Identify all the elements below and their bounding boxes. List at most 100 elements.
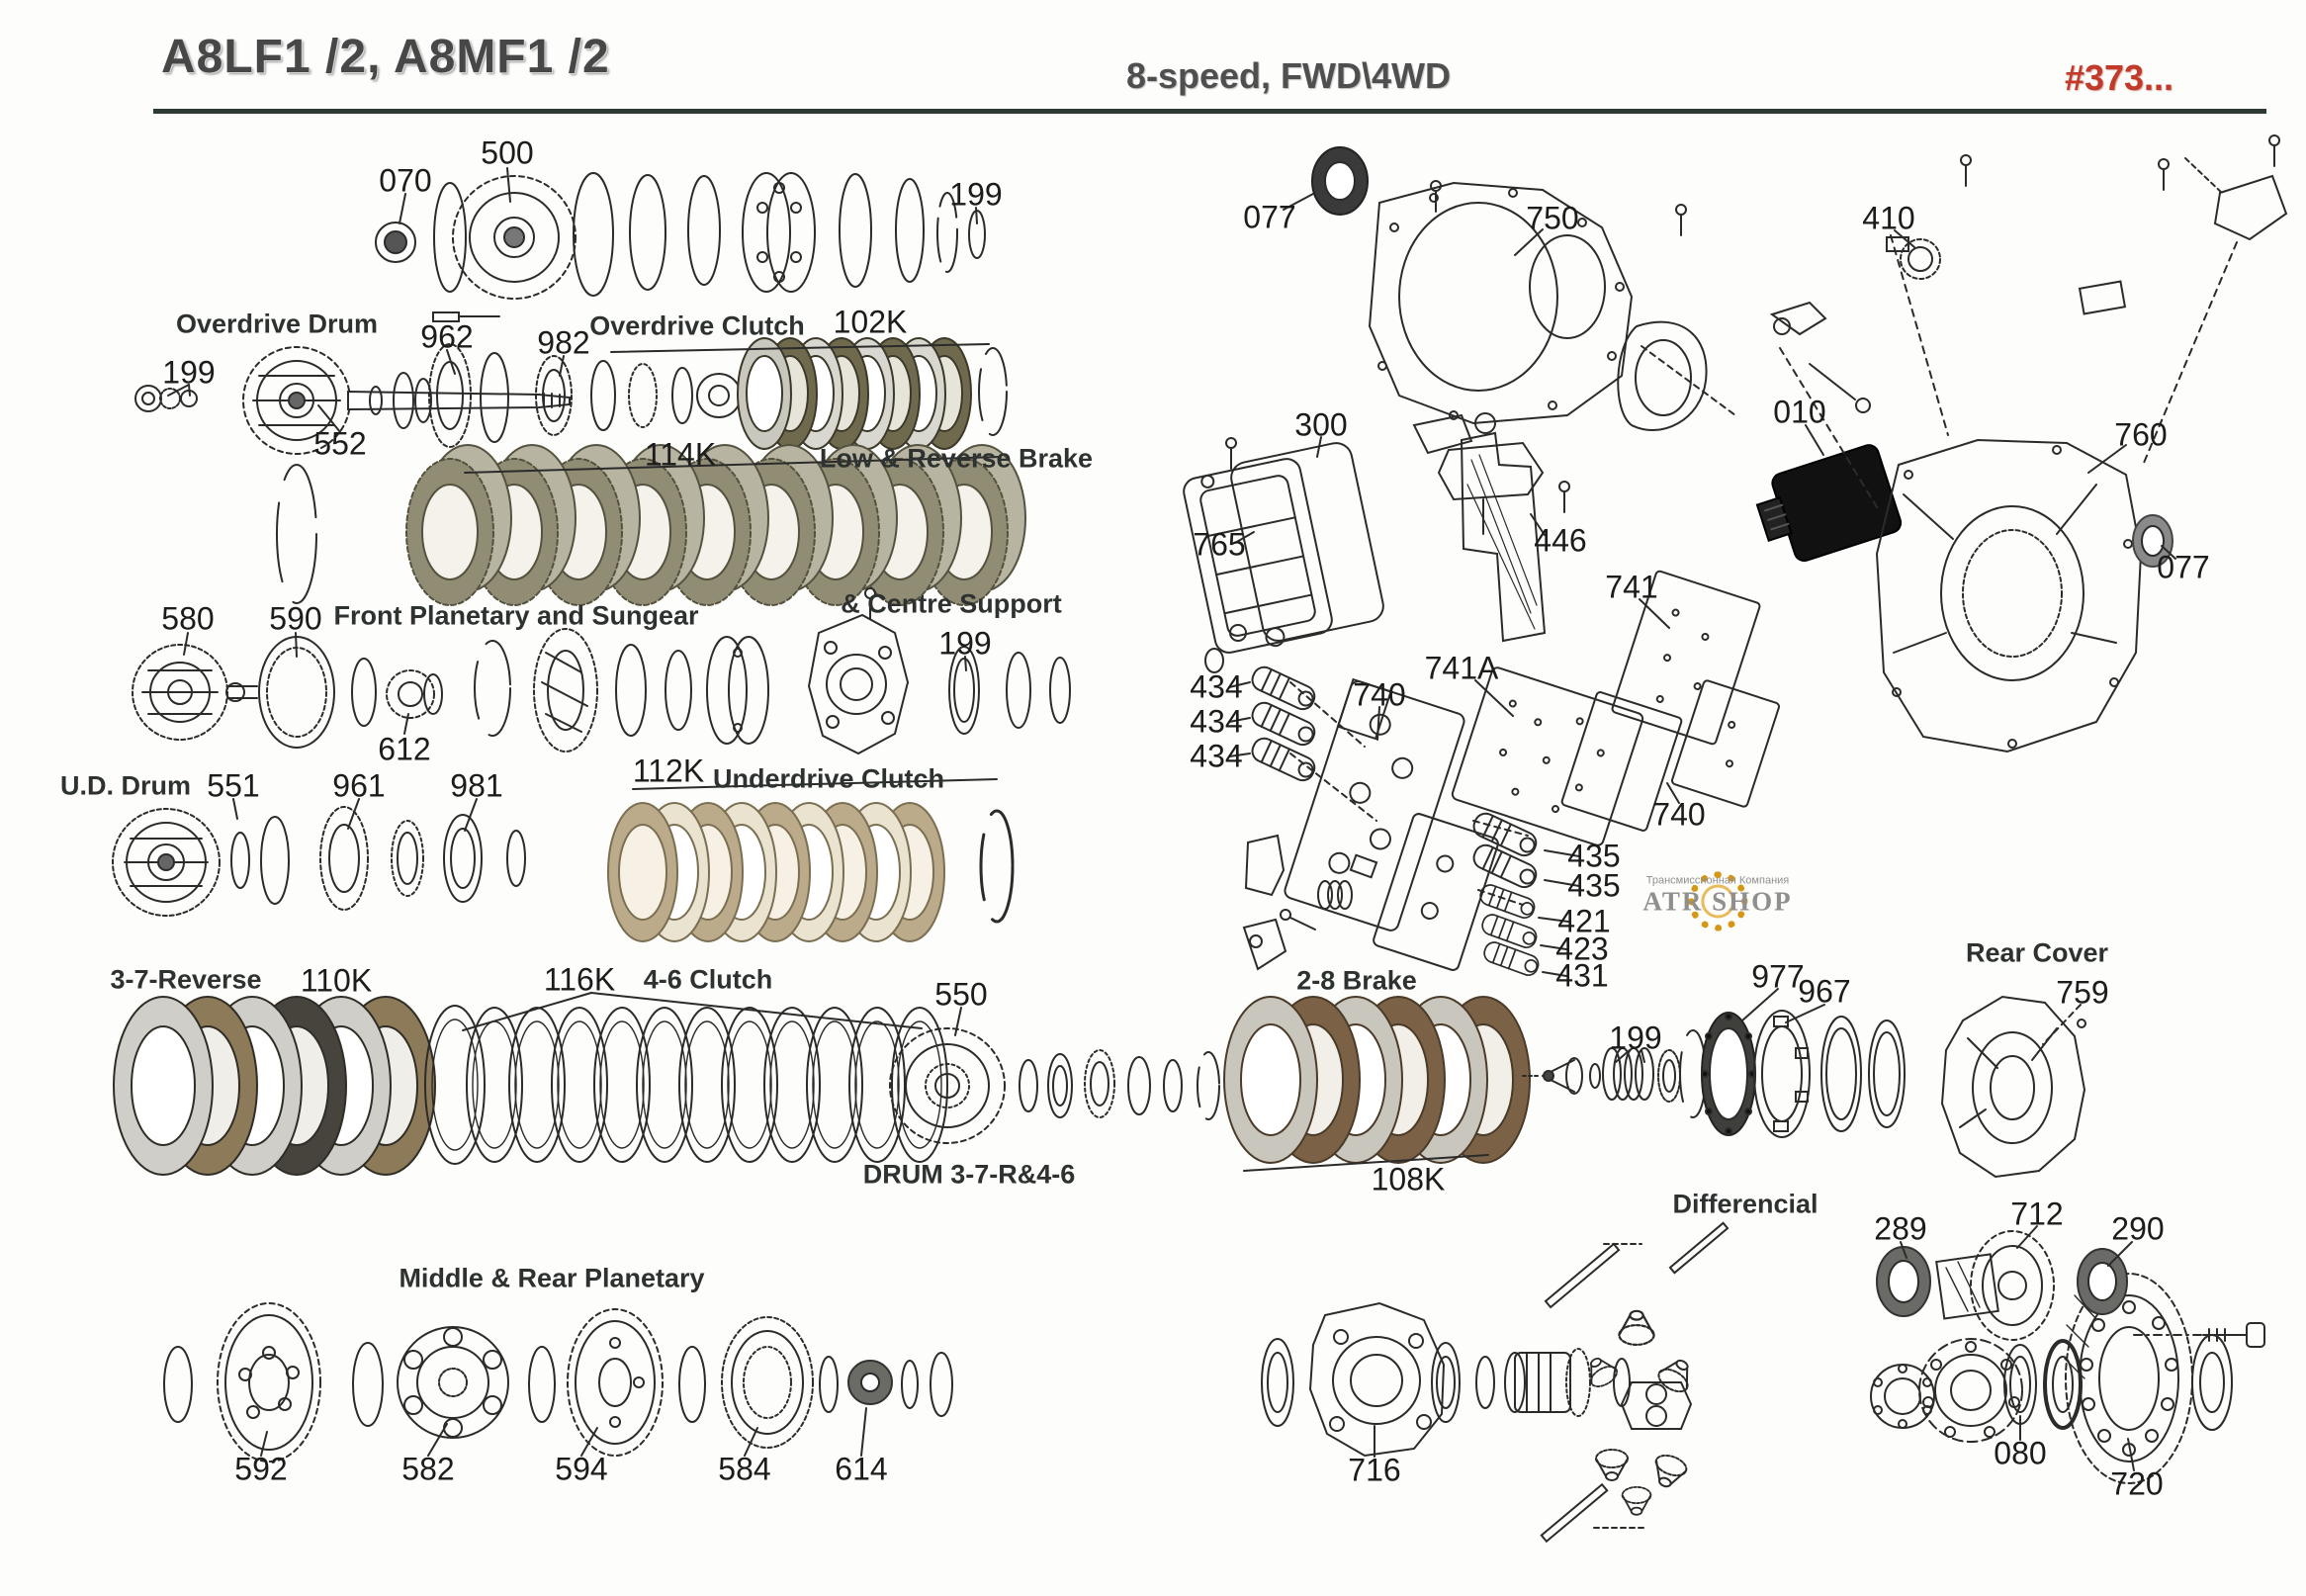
section-heading-centre-support: & Centre Support [841, 588, 1062, 619]
part-label-759: 759 [2056, 974, 2109, 1011]
harness-bracket-drawing [1412, 412, 1570, 643]
part-label-070: 070 [379, 162, 432, 199]
part-label-410: 410 [1862, 200, 1915, 236]
part-label-199-3: 199 [938, 625, 992, 662]
bell-housing-drawing [1311, 146, 1736, 535]
oil-pan-drawing [1183, 437, 1384, 673]
section-heading-low-reverse-brake: Low & Reverse Brake [819, 443, 1094, 474]
part-label-110k: 110K [300, 962, 373, 999]
part-label-741: 741 [1605, 569, 1658, 605]
part-label-434: 434 [1190, 668, 1243, 705]
page-subtitle: 8-speed, FWD\4WD [1125, 55, 1452, 96]
part-label-584: 584 [718, 1451, 771, 1487]
ud-drum-drawing [112, 806, 526, 917]
differential-drawing [1261, 1221, 2265, 1544]
part-label-116k: 116K [543, 961, 616, 998]
section-heading-drum-3-7-r-4-6: DRUM 3-7-R&4-6 [862, 1159, 1076, 1190]
overdrive-assembly-drawing [375, 172, 986, 322]
part-label-750: 750 [1526, 200, 1579, 236]
front-planetary-drawing [132, 628, 769, 753]
watermark: Трансмиссионная Компания ATR SHOP [1642, 871, 1793, 931]
part-label-080: 080 [1994, 1435, 2047, 1471]
part-label-740-2: 740 [1652, 796, 1706, 833]
underdrive-clutch-pack-drawing [607, 802, 1015, 942]
part-label-612: 612 [378, 731, 431, 767]
part-label-300: 300 [1294, 406, 1348, 443]
watermark-shop-name: ATR SHOP [1642, 886, 1793, 917]
part-label-741a: 741A [1424, 650, 1499, 686]
part-label-199: 199 [949, 176, 1003, 213]
part-label-431: 431 [1555, 957, 1609, 994]
part-label-740: 740 [1353, 676, 1406, 713]
part-label-199-2: 199 [162, 354, 216, 391]
part-label-102k: 102K [833, 304, 908, 340]
part-label-290: 290 [2111, 1210, 2165, 1247]
part-label-199-4: 199 [1609, 1020, 1662, 1056]
part-label-760: 760 [2114, 416, 2168, 453]
transmission-case-drawing [1769, 134, 2288, 754]
part-label-446: 446 [1534, 522, 1587, 559]
watermark-gear-inner-icon [1700, 884, 1734, 919]
part-label-982: 982 [537, 324, 590, 361]
part-label-421: 421 [1557, 903, 1611, 939]
part-label-712: 712 [2010, 1196, 2064, 1232]
part-label-112k: 112K [632, 753, 705, 789]
middle-rear-planetary-drawing [163, 1302, 953, 1463]
part-label-716: 716 [1348, 1452, 1401, 1488]
section-heading-2-8-brake: 2-8 Brake [1296, 965, 1417, 996]
part-label-551: 551 [207, 767, 260, 804]
section-heading-4-6-clutch: 4-6 Clutch [643, 964, 773, 995]
low-reverse-brake-pack-drawing [276, 444, 1026, 606]
four-six-clutch-pack-drawing [424, 1005, 948, 1165]
centre-support-drawing [807, 587, 1071, 755]
section-heading-u-d-drum: U.D. Drum [59, 770, 192, 801]
three-seven-reverse-pack-drawing [113, 996, 436, 1176]
watermark-gear-icon [1687, 871, 1747, 931]
section-heading-differencial: Differencial [1672, 1189, 1818, 1219]
drum-37r46-drawing [889, 1027, 1220, 1144]
oil-filter-drawing [1755, 444, 1903, 563]
part-label-977: 977 [1751, 958, 1805, 995]
part-label-500: 500 [481, 134, 534, 171]
part-label-552: 552 [313, 425, 367, 462]
part-label-550: 550 [934, 976, 988, 1013]
part-label-435-2: 435 [1567, 867, 1621, 904]
section-heading-front-planetary-and-sungear: Front Planetary and Sungear [333, 600, 699, 631]
two-eight-brake-pack-drawing [1223, 996, 1531, 1164]
part-label-594: 594 [555, 1451, 608, 1487]
part-label-962: 962 [420, 318, 474, 355]
part-label-592: 592 [234, 1451, 288, 1487]
page-title: A8LF1 /2, A8MF1 /2 [161, 31, 610, 83]
section-heading-overdrive-clutch: Overdrive Clutch [589, 310, 805, 341]
section-heading-underdrive-clutch: Underdrive Clutch [712, 763, 945, 794]
valve-body-drawing [1242, 570, 1780, 971]
part-label-435: 435 [1567, 838, 1621, 874]
part-label-582: 582 [401, 1451, 455, 1487]
leader-lines [167, 167, 2176, 1471]
part-label-590: 590 [269, 600, 322, 637]
part-label-423: 423 [1555, 931, 1609, 967]
section-heading-3-7-reverse: 3-7-Reverse [110, 964, 262, 995]
rear-cover-assembly-drawing [1522, 995, 2086, 1179]
part-label-434-2: 434 [1190, 703, 1243, 740]
part-label-077: 077 [1243, 199, 1296, 235]
section-heading-rear-cover: Rear Cover [1965, 937, 2109, 968]
part-label-010: 010 [1773, 394, 1826, 430]
part-label-077-2: 077 [2157, 549, 2210, 585]
part-label-289: 289 [1874, 1210, 1927, 1247]
part-label-114k: 114K [644, 436, 717, 473]
part-label-614: 614 [835, 1451, 888, 1487]
watermark-company-line: Трансмиссионная Компания [1645, 874, 1790, 887]
part-label-961: 961 [332, 767, 386, 804]
part-label-981: 981 [450, 767, 503, 804]
part-label-967: 967 [1798, 973, 1851, 1010]
header-rule [153, 109, 2266, 114]
part-label-580: 580 [161, 600, 215, 637]
overdrive-clutch-pack-drawing [737, 337, 1008, 450]
part-label-108k: 108K [1371, 1161, 1446, 1197]
section-heading-overdrive-drum: Overdrive Drum [175, 309, 379, 339]
reference-number: #373... [2064, 57, 2174, 98]
overdrive-drum-drawing [134, 343, 742, 455]
